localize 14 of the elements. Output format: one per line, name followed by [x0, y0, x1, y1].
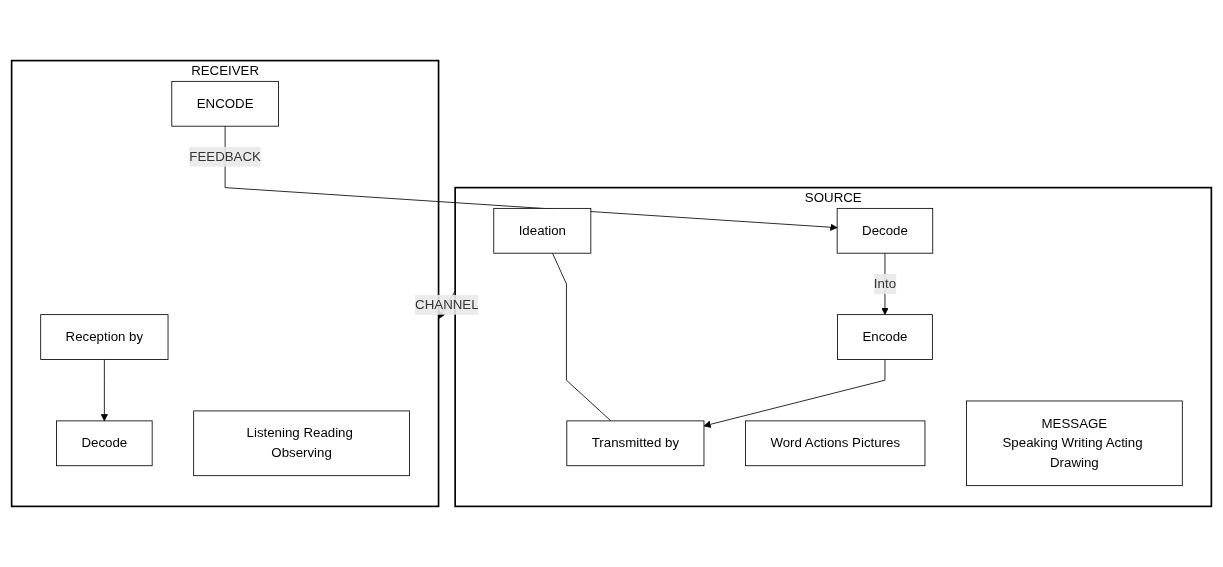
node-box: Transmitted by [566, 420, 705, 467]
node-box: Listening Reading Observing [193, 410, 410, 477]
edge-label: FEEDBACK [189, 149, 261, 164]
node-box: ENCODE [171, 80, 279, 127]
node-box: Decode [836, 207, 934, 254]
edge-label: CHANNEL [415, 297, 479, 312]
connector [552, 252, 612, 422]
edge-label: Into [873, 276, 897, 291]
node-box: Reception by [40, 314, 169, 360]
node-box: Ideation [493, 207, 592, 254]
node-box: Decode [56, 420, 153, 467]
node-box: Word Actions Pictures [745, 420, 926, 467]
node-box: Encode [837, 314, 933, 360]
node-box: MESSAGE Speaking Writing Acting Drawing [966, 400, 1183, 487]
